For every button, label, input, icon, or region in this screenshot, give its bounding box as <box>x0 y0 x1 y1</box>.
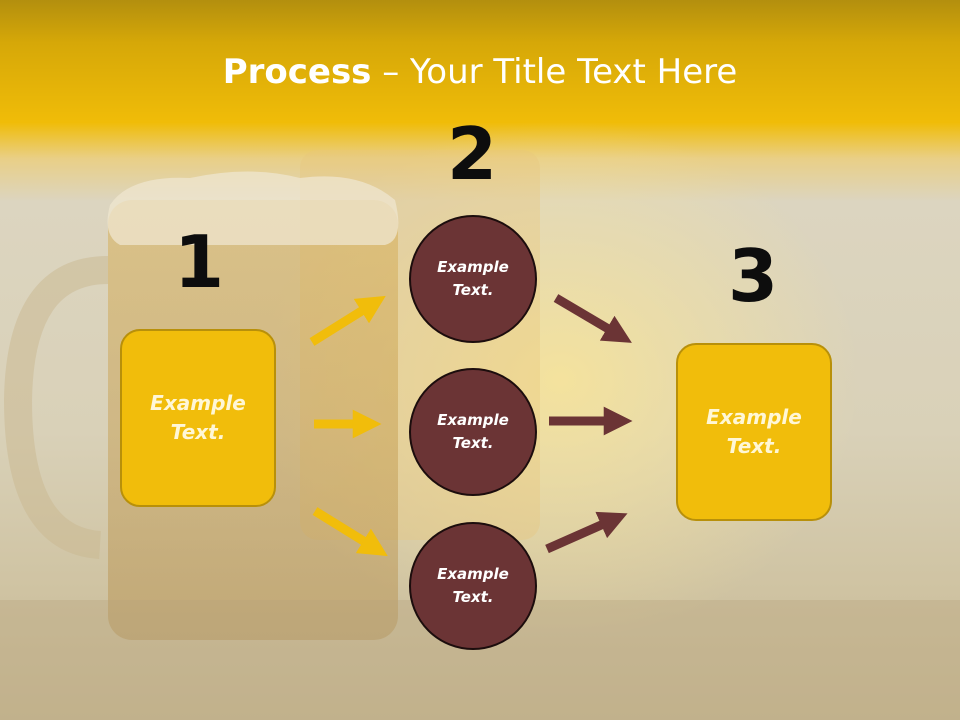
step-number-2: 2 <box>446 112 498 196</box>
arrow-right-icon <box>309 295 386 346</box>
circle-middle-text: Example Text. <box>437 409 509 455</box>
arrow-right-icon <box>545 511 628 554</box>
step-3-text: Example Text. <box>706 403 802 461</box>
step-2-circle-bottom[interactable]: Example Text. <box>409 522 537 650</box>
step-2-circle-top[interactable]: Example Text. <box>409 215 537 343</box>
step-number-3: 3 <box>727 234 779 318</box>
circle-bottom-line2: Text. <box>452 588 494 606</box>
step-1-text-line2: Text. <box>170 420 226 444</box>
step-3-text-line2: Text. <box>726 434 782 458</box>
step-3-text-line1: Example <box>706 405 802 429</box>
step-1-text-line1: Example <box>150 391 246 415</box>
title-rest: – Your Title Text Here <box>371 52 738 92</box>
arrow-right-icon <box>312 507 388 557</box>
circle-bottom-text: Example Text. <box>437 563 509 609</box>
slide-title: Process – Your Title Text Here <box>0 52 960 92</box>
step-3-box[interactable]: Example Text. <box>676 343 832 521</box>
circle-top-text: Example Text. <box>437 256 509 302</box>
step-1-text: Example Text. <box>150 389 246 447</box>
step-number-1: 1 <box>173 220 225 304</box>
circle-bottom-line1: Example <box>437 565 509 583</box>
step-2-circle-middle[interactable]: Example Text. <box>409 368 537 496</box>
step-1-box[interactable]: Example Text. <box>120 329 276 507</box>
circle-middle-line1: Example <box>437 411 509 429</box>
circle-middle-line2: Text. <box>452 434 494 452</box>
arrow-right-icon <box>553 294 632 343</box>
title-bold: Process <box>222 52 372 92</box>
circle-top-line1: Example <box>437 258 509 276</box>
circle-top-line2: Text. <box>452 281 494 299</box>
